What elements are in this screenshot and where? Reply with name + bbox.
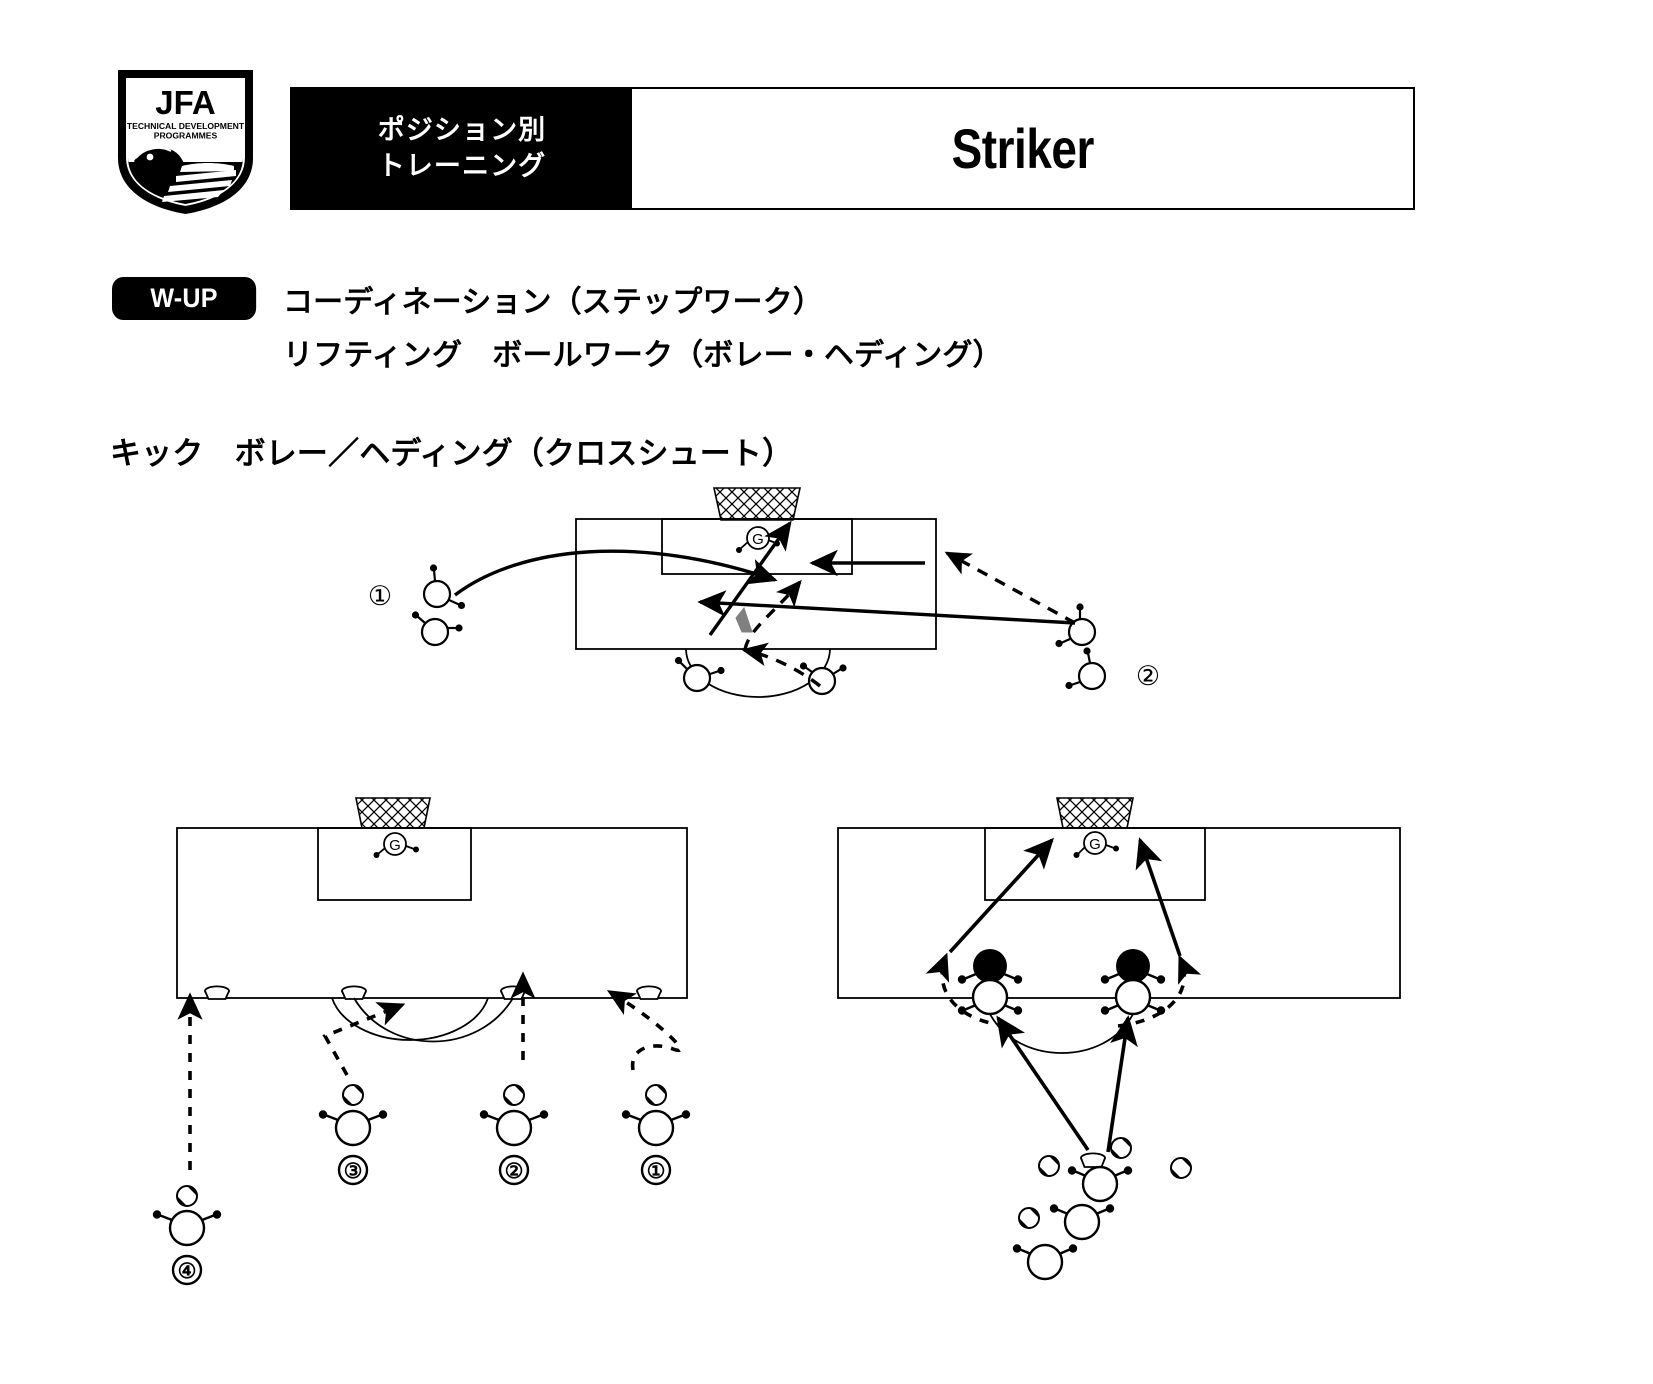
player-4: ④ [152,1185,222,1286]
arrow-dashed-run-right [1117,954,1202,1028]
defender-right [1100,949,1166,984]
arrow-dashed-right-run [944,551,1076,625]
queue-player-2 [1049,1203,1115,1241]
player-right-1 [1055,603,1097,648]
svg-text:①: ① [368,581,392,611]
header-title-area: Striker [632,89,1413,208]
arrow-dashed-player1 [606,990,682,1071]
player-right-2 [1065,647,1107,691]
ball-icon [1038,1155,1060,1177]
arrow-dashed-run-left [925,952,1007,1028]
ball-icon [176,1185,198,1207]
diagram-cone-run-volley: G [140,770,740,1300]
ball-icon [1170,1157,1192,1179]
marker-label-3: ③ [344,1160,363,1183]
marker-label-1: ① [647,1160,666,1183]
goal-net [713,487,801,521]
player-1: ① [621,1084,691,1186]
cone-marker [735,606,753,633]
jfa-logo: JFA TECHNICAL DEVELOPMENT PROGRAMMES [114,66,257,218]
warmup-badge: W-UP [112,277,257,320]
penalty-area [176,827,688,1041]
service-cone [1080,1152,1106,1168]
arrow-dashed-player3 [322,1002,406,1076]
goalkeeper-label: G [389,837,401,854]
player-left-2 [411,611,463,647]
queue-player-1 [1067,1165,1133,1203]
attacker-right [1100,978,1166,1016]
goal-net [355,797,431,829]
defender-left [957,949,1023,984]
jfa-logo-subtitle-1: TECHNICAL DEVELOPMENT [127,121,245,131]
arrow-service-right [1106,1015,1138,1153]
cone-4 [636,985,662,1000]
ball-icon [1110,1137,1132,1159]
page-title: Striker [951,117,1094,180]
marker-label-2: ② [505,1160,524,1183]
marker-label-1: ① [368,581,392,611]
marker-label-4: ④ [178,1260,197,1283]
page-header: JFA TECHNICAL DEVELOPMENT PROGRAMMES ポジシ… [0,0,1653,240]
ball-icon [1018,1207,1040,1229]
goal-net [1056,797,1134,829]
player-2: ② [479,1084,549,1186]
arrow-shot-right [1135,837,1182,957]
marker-label-2: ② [1136,661,1160,691]
warmup-line-1: コーディネーション（ステップワーク） [283,286,823,319]
player-bottom-left [674,656,725,693]
ball-icon [645,1084,667,1106]
goalkeeper-marker: G [373,832,419,858]
kick-section-heading: キック ボレー／ヘディング（クロスシュート） [110,436,794,471]
goalkeeper-label: G [752,531,764,548]
goalkeeper-marker: G [1073,831,1119,858]
cone-1 [204,985,230,1000]
warmup-line-2: リフティング ボールワーク（ボレー・ヘディング） [283,339,1003,372]
jfa-logo-subtitle-2: PROGRAMMES [154,131,218,141]
arrow-long-right-to-left [697,590,1076,625]
player-left-1 [422,564,466,610]
player-bottom-right [799,662,847,696]
attacker-left [957,978,1023,1016]
ball-icon [503,1084,525,1106]
header-category-line-2: トレーニング [377,150,547,181]
jfa-logo-wordmark: JFA [155,84,216,121]
queue-player-3 [1012,1243,1078,1281]
arrow-run-diagonal [708,520,792,636]
ball-icon [342,1084,364,1106]
arrow-dashed-to-cone [741,642,822,688]
arrow-dashed-run-up [743,579,802,651]
header-category-line-1: ポジション別 [377,114,547,145]
header-category-badge: ポジション別 トレーニング [292,89,632,208]
goalkeeper-label: G [1089,836,1101,853]
cone-2 [341,985,367,1000]
header-band: ポジション別 トレーニング Striker [290,87,1415,210]
arrow-cross-from-left [453,549,778,597]
diagram-two-attacker-finishing: G [800,770,1440,1300]
player-3: ③ [318,1084,388,1186]
arrow-service-left [996,1015,1090,1152]
arc-pass-between-attackers [989,1013,1134,1054]
diagram-cross-shot: G ① [0,480,1300,730]
arrow-shot-left [948,837,1054,954]
svg-text:②: ② [1136,661,1160,691]
